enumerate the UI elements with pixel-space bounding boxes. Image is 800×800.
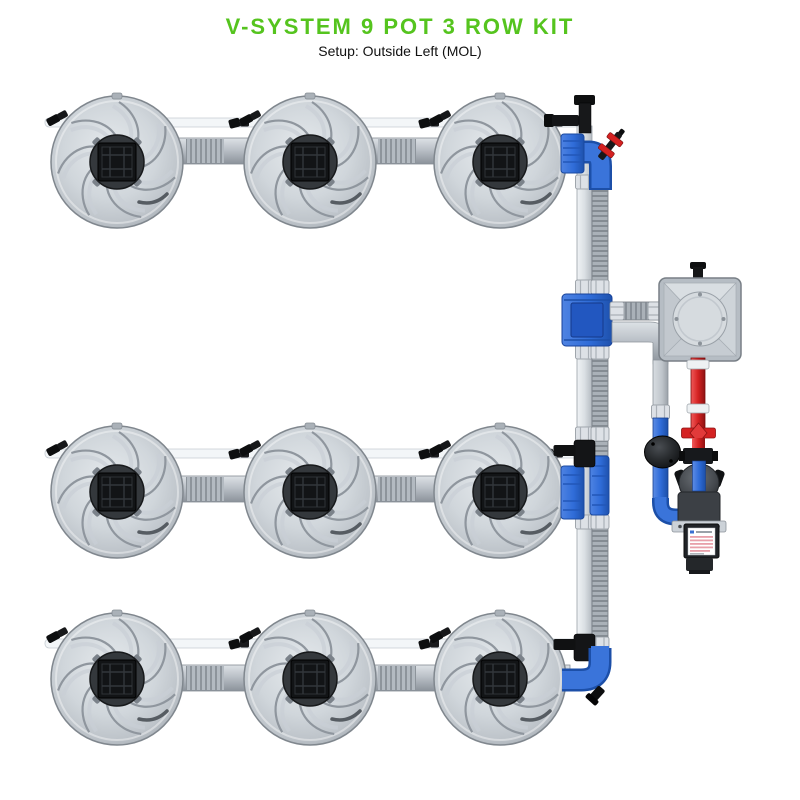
diagram-header: V-SYSTEM 9 POT 3 ROW KIT Setup: Outside … <box>0 14 800 59</box>
reservoir-connections <box>609 301 671 420</box>
water-pump <box>671 460 727 574</box>
pot-row2-1 <box>46 423 183 558</box>
reservoir <box>658 262 742 362</box>
grow-pots <box>46 93 566 745</box>
red-return-line <box>686 357 710 431</box>
pump-spec-label <box>687 527 716 556</box>
check-valve-disc-icon <box>644 435 681 469</box>
pot-row2-3 <box>429 423 566 558</box>
pot-row1-1 <box>46 93 183 228</box>
vertical-manifold <box>544 95 625 706</box>
pot-row3-1 <box>46 610 183 745</box>
pot-row1-2 <box>239 93 376 228</box>
ball-valve-icon <box>679 422 718 464</box>
row1-drain-elbow <box>560 133 612 190</box>
pot-row3-3 <box>429 610 566 745</box>
dripper-valve-icon <box>598 128 625 160</box>
page-subtitle: Setup: Outside Left (MOL) <box>318 43 482 59</box>
row3-drain-elbow <box>553 633 612 706</box>
row2-junction <box>553 439 610 520</box>
manifold-cross-fitting <box>561 293 613 347</box>
pot-row1-3 <box>429 93 566 228</box>
pot-row2-2 <box>239 423 376 558</box>
page-title: V-SYSTEM 9 POT 3 ROW KIT <box>225 14 575 39</box>
manifold-top-tee-icon <box>544 95 595 134</box>
pump-assembly <box>644 357 727 574</box>
pot-row3-2 <box>239 610 376 745</box>
